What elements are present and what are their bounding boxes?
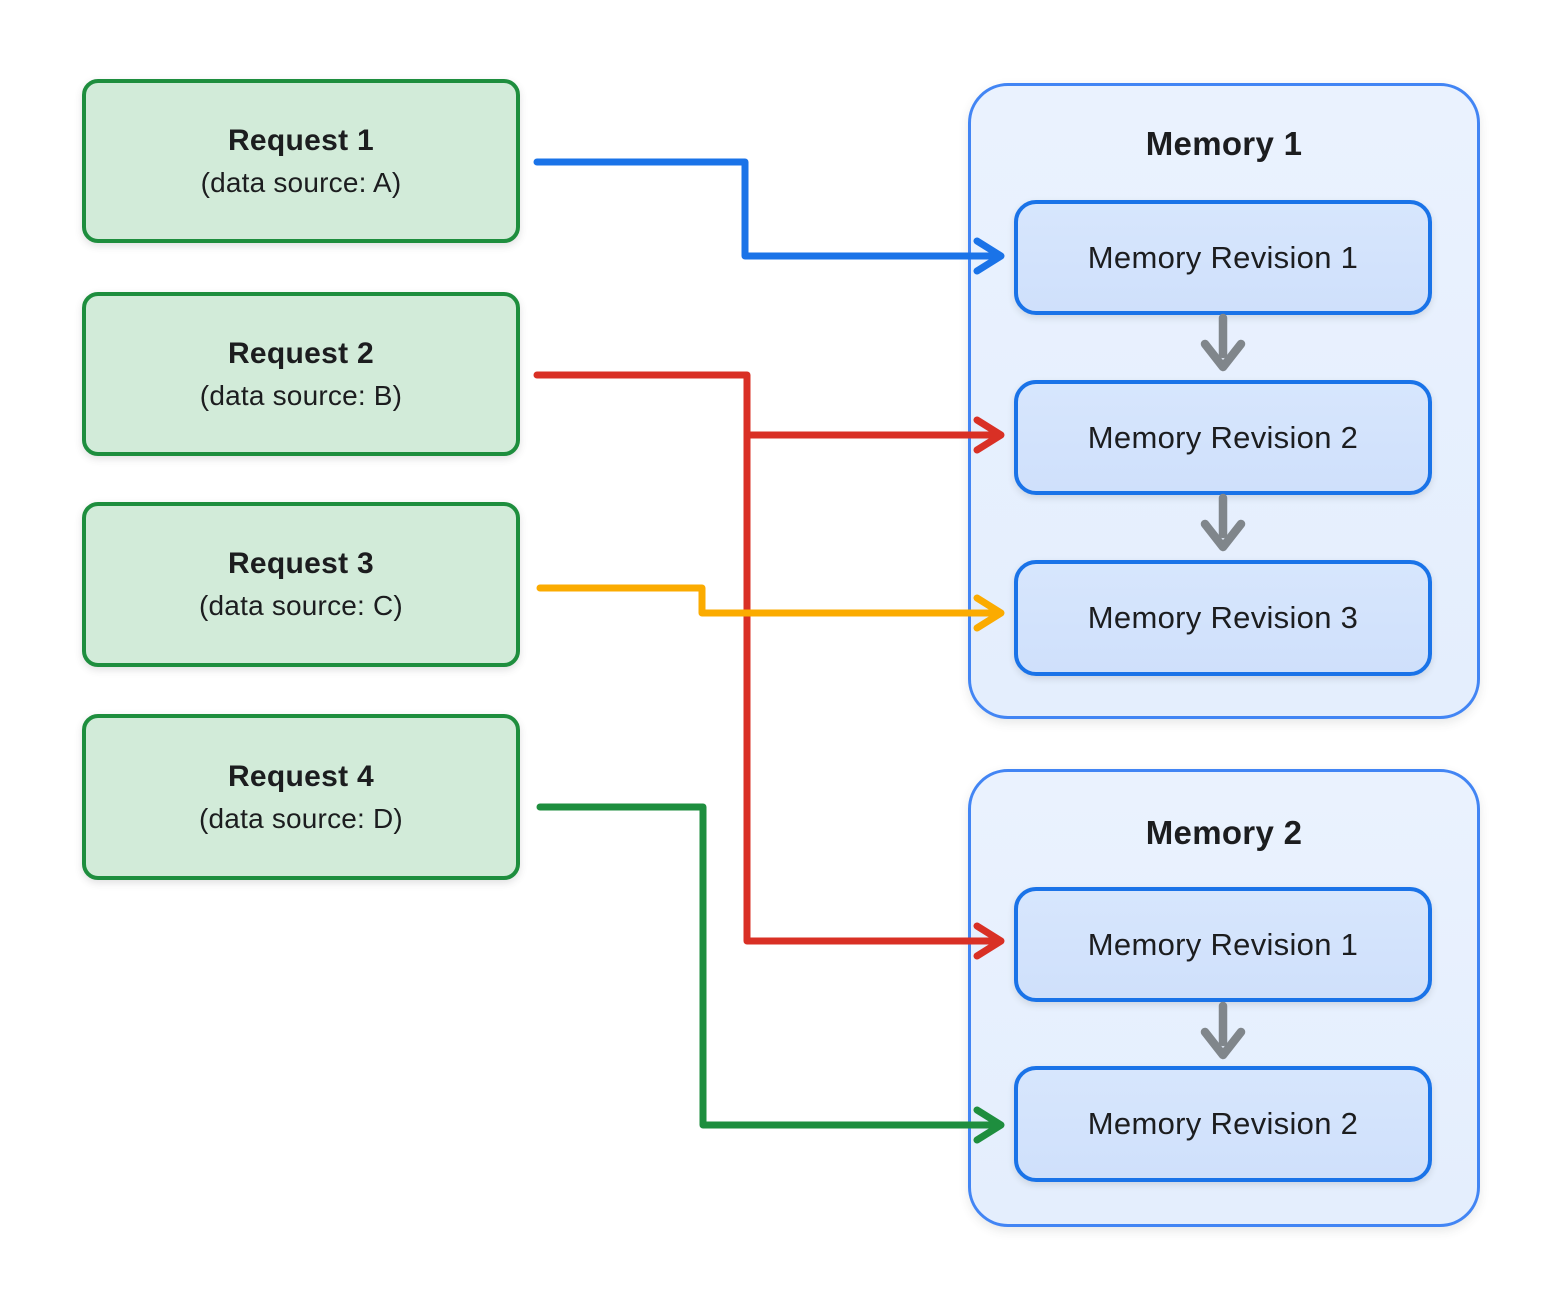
- connector-request2-memory2-revision1: [533, 371, 999, 945]
- request-3-subtitle: (data source: C): [199, 590, 403, 621]
- memory-1-container: Memory 1 Memory Revision 1 Memory Revisi…: [968, 83, 1480, 719]
- memory-2-revision-2-box: Memory Revision 2: [1014, 1066, 1432, 1182]
- request-2-box: Request 2 (data source: B): [82, 292, 520, 456]
- memory-1-revision-2-box: Memory Revision 2: [1014, 380, 1432, 495]
- connector-request3-memory1-revision3: [536, 584, 999, 617]
- memory-1-revision-3-box: Memory Revision 3: [1014, 560, 1432, 676]
- memory-2-container: Memory 2 Memory Revision 1 Memory Revisi…: [968, 769, 1480, 1227]
- memory-2-revision-1-box: Memory Revision 1: [1014, 887, 1432, 1002]
- connector-request4-memory2-revision2: [536, 803, 999, 1129]
- request-1-subtitle: (data source: A): [200, 166, 402, 198]
- memory-1-revision-1-box: Memory Revision 1: [1014, 200, 1432, 315]
- memory-1-revision-3-label: Memory Revision 3: [1087, 600, 1359, 635]
- memory-2-revision-2-label: Memory Revision 2: [1087, 1106, 1359, 1141]
- memory-2-revision-1-label: Memory Revision 1: [1087, 926, 1359, 962]
- request-4-title: Request 4: [227, 759, 375, 793]
- request-4-subtitle: (data source: D): [199, 802, 403, 834]
- request-1-title: Request 1: [227, 123, 375, 157]
- memory-2-title: Memory 2: [1145, 814, 1303, 851]
- connector-request1-memory1-revision1: [533, 158, 999, 260]
- request-2-title: Request 2: [227, 336, 375, 370]
- request-3-box: Request 3 (data source: C): [82, 502, 520, 667]
- request-3-title: Request 3: [227, 547, 375, 580]
- memory-1-revision-2-label: Memory Revision 2: [1087, 419, 1359, 455]
- request-2-subtitle: (data source: B): [199, 379, 403, 411]
- memory-1-revision-1-label: Memory Revision 1: [1087, 239, 1359, 275]
- memory-1-title: Memory 1: [1145, 125, 1303, 162]
- request-4-box: Request 4 (data source: D): [82, 714, 520, 880]
- request-1-box: Request 1 (data source: A): [82, 79, 520, 243]
